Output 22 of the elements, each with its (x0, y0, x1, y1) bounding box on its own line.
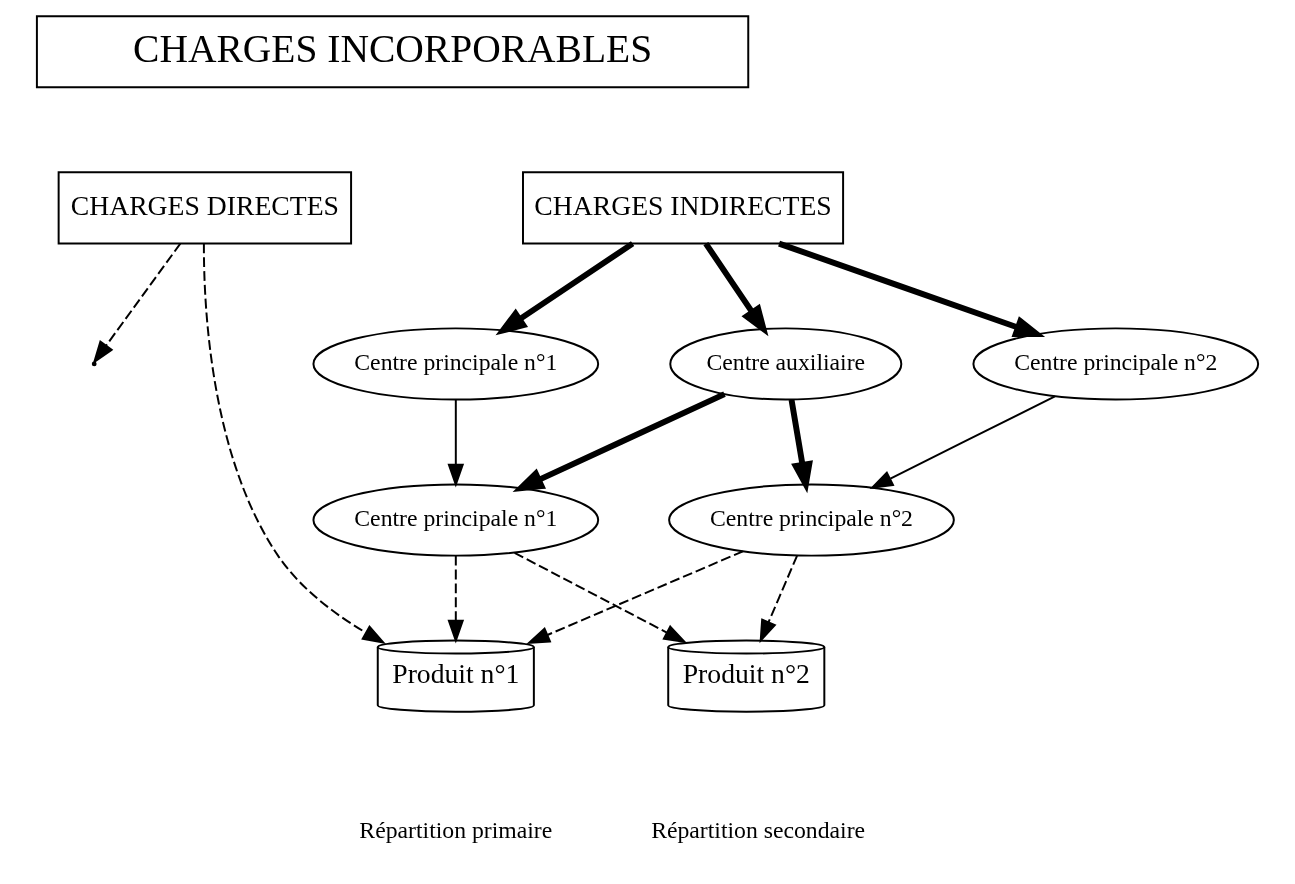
arrow (512, 391, 726, 492)
arrow (495, 241, 635, 336)
node-ellipse: Centre principale n°1 (312, 327, 600, 401)
arrow (869, 395, 1056, 490)
arrow (202, 242, 386, 644)
node-ellipse: Centre principale n°1 (312, 483, 600, 557)
node-box: CHARGES DIRECTES (57, 171, 353, 245)
arrow (447, 554, 465, 644)
node-ellipse: Centre auxiliaire (669, 327, 903, 401)
arrow (526, 550, 744, 644)
arrow (788, 399, 813, 494)
arrow (513, 551, 688, 644)
node-box: CHARGES INCORPORABLES (35, 15, 750, 89)
arrow (759, 554, 798, 644)
node-box: CHARGES INDIRECTES (522, 171, 845, 245)
legend-label: Répartition primaire (359, 817, 553, 844)
arrow (778, 240, 1046, 338)
node-ellipse: Centre principale n°2 (972, 327, 1260, 401)
arrow (703, 241, 769, 337)
node-ellipse: Centre principale n°2 (668, 483, 955, 557)
legend-label: Répartition secondaire (651, 817, 866, 844)
arrow (447, 398, 465, 488)
